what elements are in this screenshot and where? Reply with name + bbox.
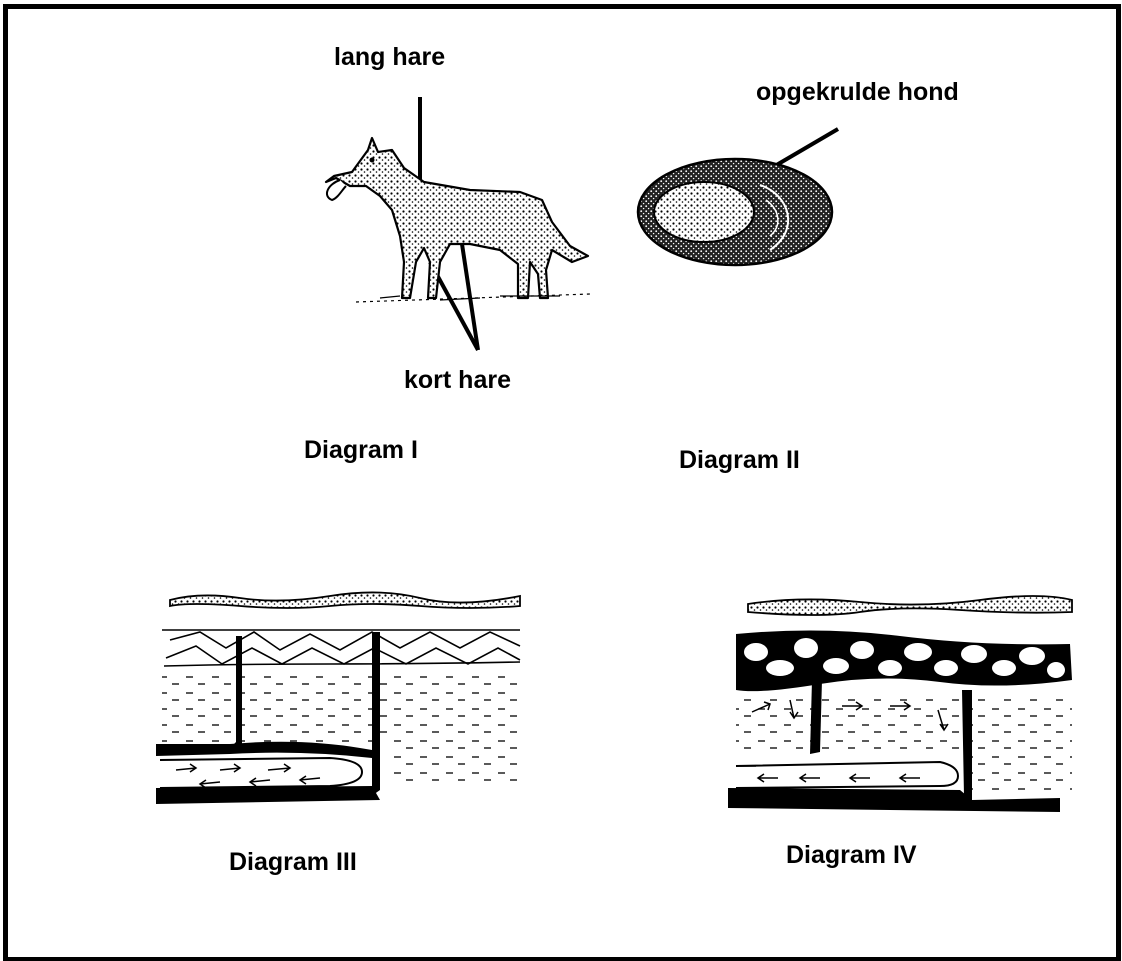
curled-dog-illustration — [638, 129, 838, 265]
standing-dog-illustration — [326, 97, 590, 350]
skin-section-diagram-4 — [728, 596, 1072, 812]
skin-section-diagram-3 — [156, 592, 520, 804]
